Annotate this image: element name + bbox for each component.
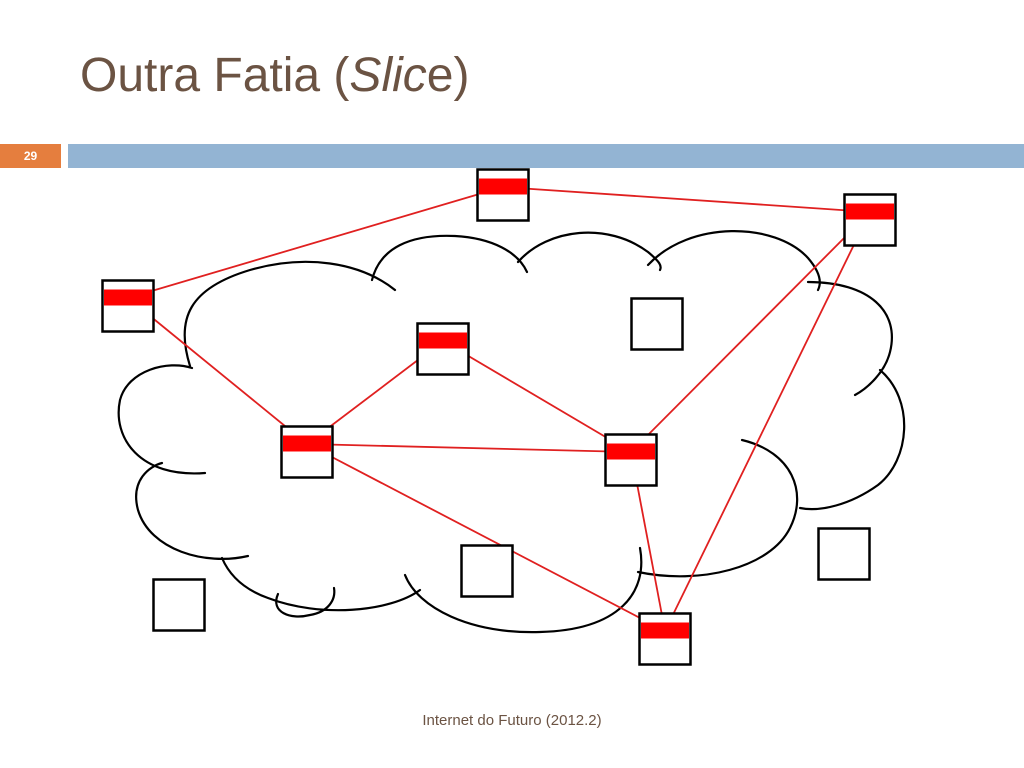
node-b	[460, 544, 514, 598]
slice-node-top	[476, 168, 530, 222]
slice-marker	[479, 178, 527, 195]
slide-footer: Internet do Futuro (2012.2)	[422, 712, 602, 729]
slice-marker	[846, 203, 894, 220]
node-d	[152, 578, 206, 632]
slice-link-center-upper-center-right	[442, 340, 632, 453]
slice-link-center-left-bottom	[306, 443, 666, 632]
slice-node-right-top	[843, 193, 897, 247]
slice-link-left-top	[127, 186, 504, 299]
slice-node-left	[101, 279, 155, 333]
slice-marker	[104, 289, 152, 306]
title-end-text: e)	[426, 49, 470, 102]
node-a	[630, 297, 684, 351]
slice-node-center-right	[604, 433, 658, 487]
slice-link-top-right-top	[502, 186, 871, 213]
title-italic-text: Slic	[349, 49, 427, 102]
title-text: Outra Fatia (	[80, 49, 350, 102]
page-title: Outra Fatia (Slice)	[80, 52, 469, 100]
slice-marker	[607, 443, 655, 460]
slice-node-center-left	[280, 425, 334, 479]
slice-link-center-right-right-top	[630, 211, 871, 453]
node-c	[817, 527, 871, 581]
header-rule-bar	[68, 144, 1024, 168]
slice-node-center-upper	[416, 322, 470, 376]
network-nodes	[101, 168, 897, 666]
slice-link-left-center-left	[127, 297, 308, 445]
slice-marker	[641, 622, 689, 639]
slice-marker	[283, 435, 331, 452]
network-cloud	[117, 230, 906, 634]
slice-marker	[419, 332, 467, 349]
slice-link-center-left-center-right	[306, 443, 632, 453]
slide-number: 29	[0, 144, 61, 168]
slice-node-bottom	[638, 612, 692, 666]
slice-link-right-top-bottom	[664, 211, 871, 632]
